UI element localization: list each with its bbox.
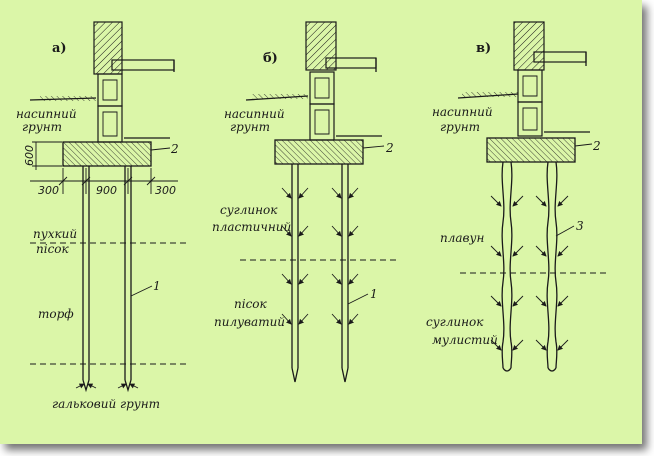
- panel-b-pile-left: [291, 164, 299, 383]
- panel-a-wall-block: [97, 73, 123, 107]
- panel-c-pile-left: [501, 161, 513, 372]
- panel-a-pile-number: 1: [153, 279, 161, 293]
- panel-b: б) 2 насипний грунт: [212, 21, 400, 383]
- panel-c-wall-block: [517, 101, 543, 137]
- panel-b-label: б): [263, 51, 278, 66]
- panel-a-dim-left: 300: [38, 184, 59, 197]
- panel-b-layer2-line2: пилуватий: [214, 315, 285, 329]
- panel-b-layer1-line1: суглинок: [220, 203, 278, 217]
- panel-c-fill-soil-1: насипний: [432, 105, 493, 119]
- panel-a-base-soil: гальковий грунт: [52, 397, 160, 411]
- panel-a-layer1-line2: пісок: [36, 242, 70, 256]
- panel-a-label: а): [52, 41, 67, 56]
- panel-a-dim-height: 600: [23, 145, 36, 166]
- panel-c-friction-arrows: [490, 195, 569, 351]
- panel-b-grillage: [274, 139, 364, 165]
- panel-b-pile-right: [341, 164, 349, 383]
- panel-a-layer2: торф: [38, 307, 74, 321]
- panel-b-layer1-line2: пластичний: [212, 220, 291, 234]
- panel-a-wall: [93, 21, 123, 75]
- panel-b-fill-soil-2: грунт: [230, 120, 270, 134]
- panel-b-pile-number: 1: [370, 287, 378, 301]
- panel-b-layer2-line1: пісок: [234, 297, 268, 311]
- panel-a-grillage-number: 2: [170, 142, 179, 156]
- panel-b-fill-soil-1: насипний: [224, 107, 285, 121]
- panel-c-layer2-line1: суглинок: [426, 315, 484, 329]
- panel-a-pile-right: [117, 166, 139, 393]
- panel-a-fill-soil-2: грунт: [22, 120, 62, 134]
- panel-c-grillage-number: 2: [592, 139, 601, 153]
- panel-c-pile-right: [546, 161, 558, 372]
- panel-b-wall-block: [309, 103, 335, 141]
- panel-c-pile-number: 3: [576, 219, 584, 233]
- panel-b-wall: [305, 21, 337, 71]
- panel-c-fill-soil-2: грунт: [440, 120, 480, 134]
- panel-b-grillage-number: 2: [385, 141, 394, 155]
- panel-a-dim-middle: 900: [96, 184, 117, 197]
- panel-b-friction-arrows: [281, 187, 359, 325]
- panel-a: а) 2 насипний грунт 600: [16, 21, 186, 411]
- panel-c: в) 2 насипний грунт: [426, 21, 610, 372]
- panel-c-layer2-line2: мулистий: [432, 333, 498, 347]
- panel-c-grillage: [486, 137, 576, 163]
- panel-a-wall-block: [97, 105, 123, 143]
- panel-a-grillage: [62, 141, 152, 167]
- panel-c-layer1: плавун: [440, 231, 484, 245]
- panel-a-pile-left: [75, 166, 97, 393]
- panel-a-dim-right: 300: [155, 184, 176, 197]
- panel-a-layer1-line1: пухкий: [33, 227, 77, 241]
- panel-c-wall: [513, 21, 545, 71]
- panel-b-wall-block: [309, 71, 335, 105]
- panel-c-label: в): [476, 41, 491, 56]
- panel-a-fill-soil-1: насипний: [16, 107, 77, 121]
- panel-c-wall-block: [517, 69, 543, 103]
